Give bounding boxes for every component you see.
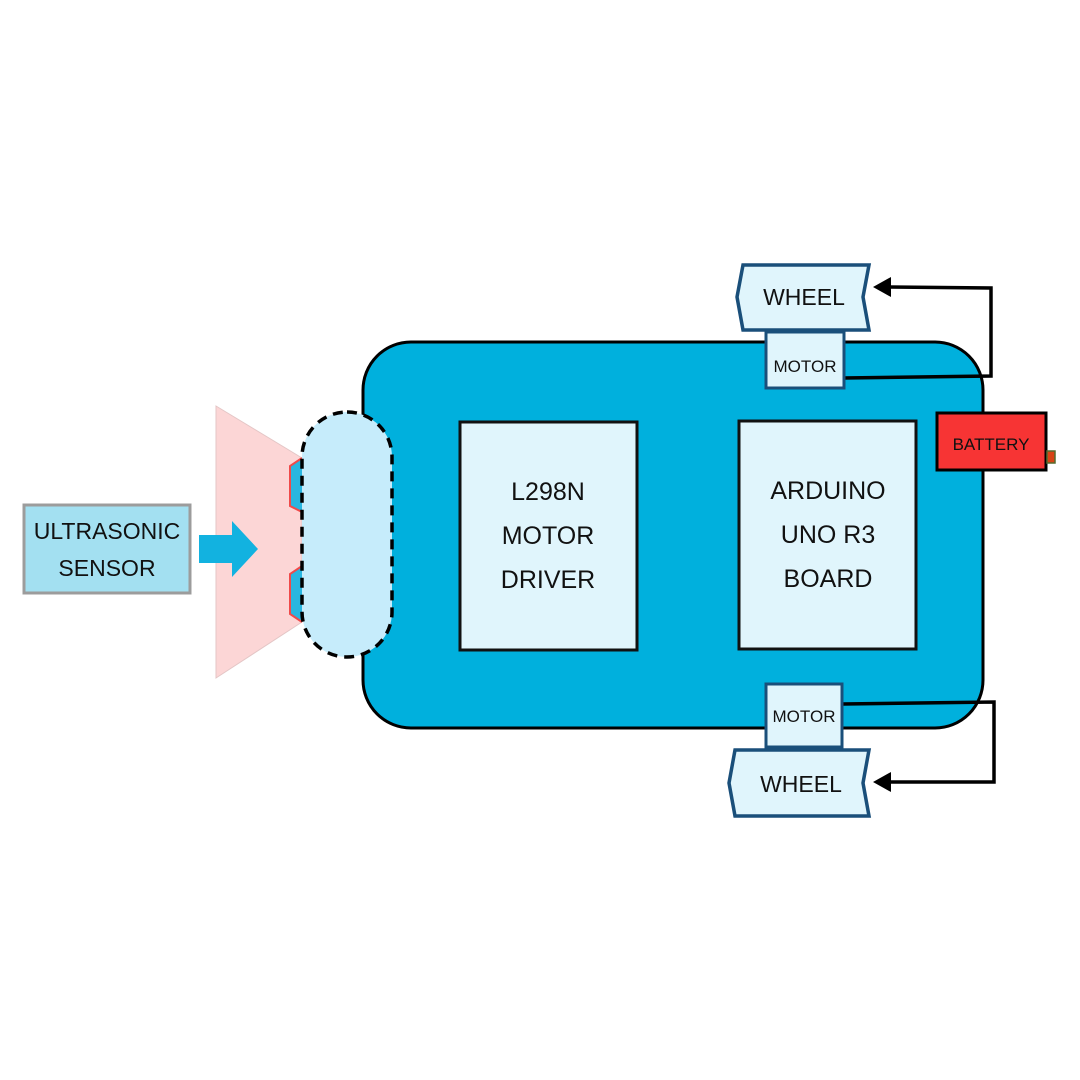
signal-arrow	[199, 521, 258, 577]
arduino-board-module: ARDUINO UNO R3 BOARD	[737, 419, 918, 651]
wheel-top: WHEEL	[735, 263, 872, 332]
motor-top-label: MOTOR	[774, 357, 837, 376]
sensor-label-line1: ULTRASONIC	[34, 518, 181, 544]
arrowhead-bottom	[873, 772, 891, 792]
board-label-line1: ARDUINO	[770, 477, 885, 505]
sensor-mount	[300, 410, 394, 659]
driver-label-line1: L298N	[511, 478, 585, 506]
driver-label-line2: MOTOR	[502, 522, 595, 550]
board-label-line3: BOARD	[784, 565, 873, 593]
arrowhead-top	[873, 277, 891, 297]
driver-label-line3: DRIVER	[501, 566, 595, 594]
motor-top: MOTOR	[764, 330, 846, 390]
motor-bottom: MOTOR	[764, 682, 844, 749]
wheel-top-label: WHEEL	[763, 284, 845, 310]
motor-driver-module: L298N MOTOR DRIVER	[458, 420, 639, 652]
ultrasonic-sensor: ULTRASONIC SENSOR	[22, 503, 192, 595]
transducer-bumps	[289, 457, 303, 623]
motor-bottom-label: MOTOR	[773, 707, 836, 726]
battery: BATTERY	[935, 411, 1056, 472]
wheel-bottom-label: WHEEL	[760, 771, 842, 797]
board-label-line2: UNO R3	[781, 521, 875, 549]
wire-top	[842, 285, 993, 380]
wheel-bottom: WHEEL	[727, 748, 872, 818]
battery-label: BATTERY	[953, 435, 1030, 454]
battery-terminal	[1046, 450, 1056, 464]
wires	[842, 285, 996, 784]
wire-bottom	[842, 700, 996, 784]
sensor-label-line2: SENSOR	[58, 555, 155, 581]
